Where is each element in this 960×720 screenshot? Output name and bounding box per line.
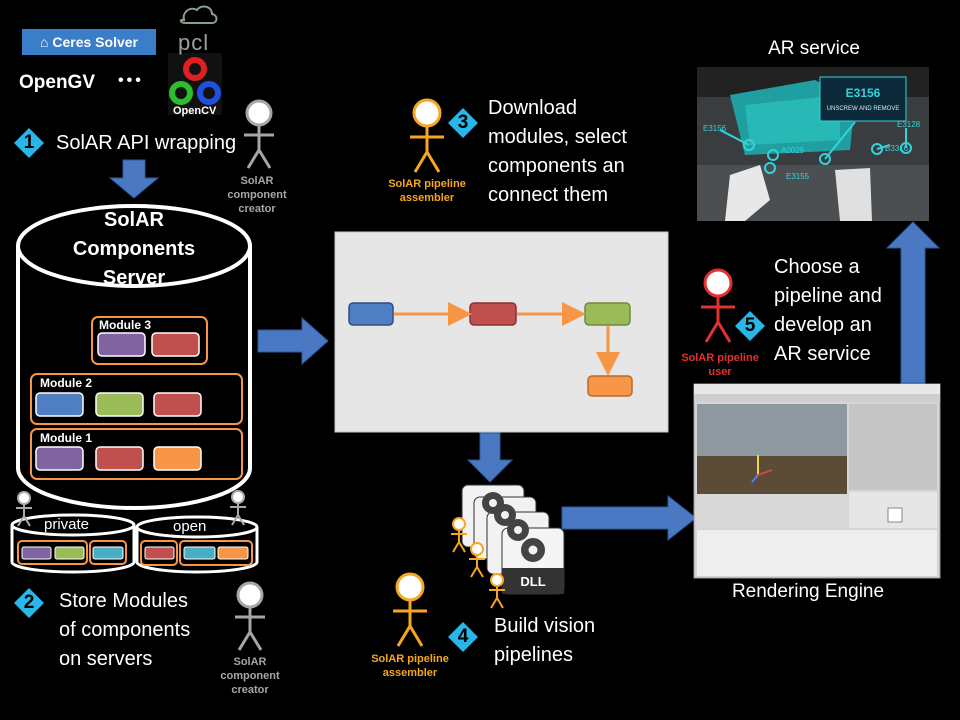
pipeline-assembler-icon-top (410, 98, 444, 173)
pipeline-node-green (584, 302, 631, 326)
opencv-logo-text: OpenCV (173, 105, 217, 117)
dll-stack (461, 484, 565, 595)
step-4-badge: 4 (448, 622, 478, 652)
private-server-cylinder (10, 513, 136, 574)
small-assembler-icons (451, 517, 505, 609)
step-3-badge: 3 (448, 108, 478, 138)
ar-tag-3: A0029 (781, 146, 805, 155)
ar-tag-1: E3156 (703, 124, 727, 133)
components-server-cylinder (16, 204, 252, 510)
ar-service-title: AR service (768, 38, 860, 59)
module-2-component-red (153, 392, 202, 417)
pcl-logo-text: pcl (178, 30, 210, 55)
ar-tag-5: E3155 (786, 172, 810, 181)
arrow-engine-to-ar (885, 221, 941, 384)
pipeline-user-icon (701, 268, 735, 343)
arrow-server-to-pipeline (257, 316, 329, 366)
module-2-component-blue (35, 392, 84, 417)
opengv-logo-text: OpenGV (19, 72, 96, 93)
pipeline-assembler-icon-bottom (393, 572, 427, 647)
module-1-component-red (95, 446, 144, 471)
module-2-label: Module 2 (40, 376, 93, 390)
small-user-icon-private (16, 491, 32, 527)
step-1-badge: 1 (14, 128, 44, 158)
module-3-component-red (151, 332, 200, 357)
open-server-label: open (173, 518, 207, 535)
ar-service-image (697, 67, 929, 221)
step-5-text: Choose a pipeline and develop an AR serv… (774, 256, 882, 365)
step-2-text: Store Modules of components on servers (59, 590, 191, 670)
ellipsis-text: ••• (118, 72, 144, 89)
ar-tag-2: E3128 (897, 120, 921, 129)
pipeline-node-red (469, 302, 517, 326)
ar-callout-code: E3156 (845, 86, 881, 100)
component-creator-icon-top (244, 99, 274, 169)
module-3-component-purple (97, 332, 146, 357)
ar-callout-text: UNSCREW AND REMOVE (826, 106, 900, 112)
arrow-down-to-server (108, 159, 160, 199)
step-5-badge: 5 (735, 311, 765, 341)
module-2-frame (30, 373, 243, 425)
private-server-label: private (44, 516, 90, 533)
ceres-solver-label: Ceres Solver (52, 34, 138, 50)
module-3-label: Module 3 (99, 318, 152, 332)
module-1-label: Module 1 (40, 431, 93, 445)
step-1-text: SolAR API wrapping (56, 132, 237, 154)
module-1-component-orange (153, 446, 202, 471)
module-2-component-green (95, 392, 144, 417)
step-2-badge: 2 (14, 588, 44, 618)
home-icon: ⌂ (40, 34, 49, 50)
dll-label: DLL (520, 574, 546, 589)
component-creator-icon-bottom (235, 581, 265, 651)
open-server-cylinder (135, 515, 259, 574)
ar-tag-4: B3316 (885, 144, 909, 153)
pipeline-node-blue (348, 302, 394, 326)
arrow-dll-to-engine (561, 494, 697, 542)
module-3-frame (91, 316, 208, 365)
step-3-text: Download modules, select components an c… (488, 97, 627, 206)
rendering-engine-screenshot (693, 383, 941, 579)
pipeline-connections (394, 302, 620, 376)
small-user-icon-open (230, 490, 246, 526)
opencv-logo (168, 53, 222, 115)
pipeline-editor-panel (334, 231, 669, 433)
module-1-component-purple (35, 446, 84, 471)
module-1-frame (30, 428, 243, 480)
rendering-engine-label: Rendering Engine (731, 581, 885, 602)
ceres-solver-logo: ⌂ Ceres Solver (22, 29, 156, 55)
step-4-text: Build vision pipelines (494, 615, 596, 666)
pipeline-node-orange (587, 375, 633, 397)
pcl-cloud-icon (179, 5, 218, 24)
arrow-pipeline-to-dll (466, 432, 514, 483)
